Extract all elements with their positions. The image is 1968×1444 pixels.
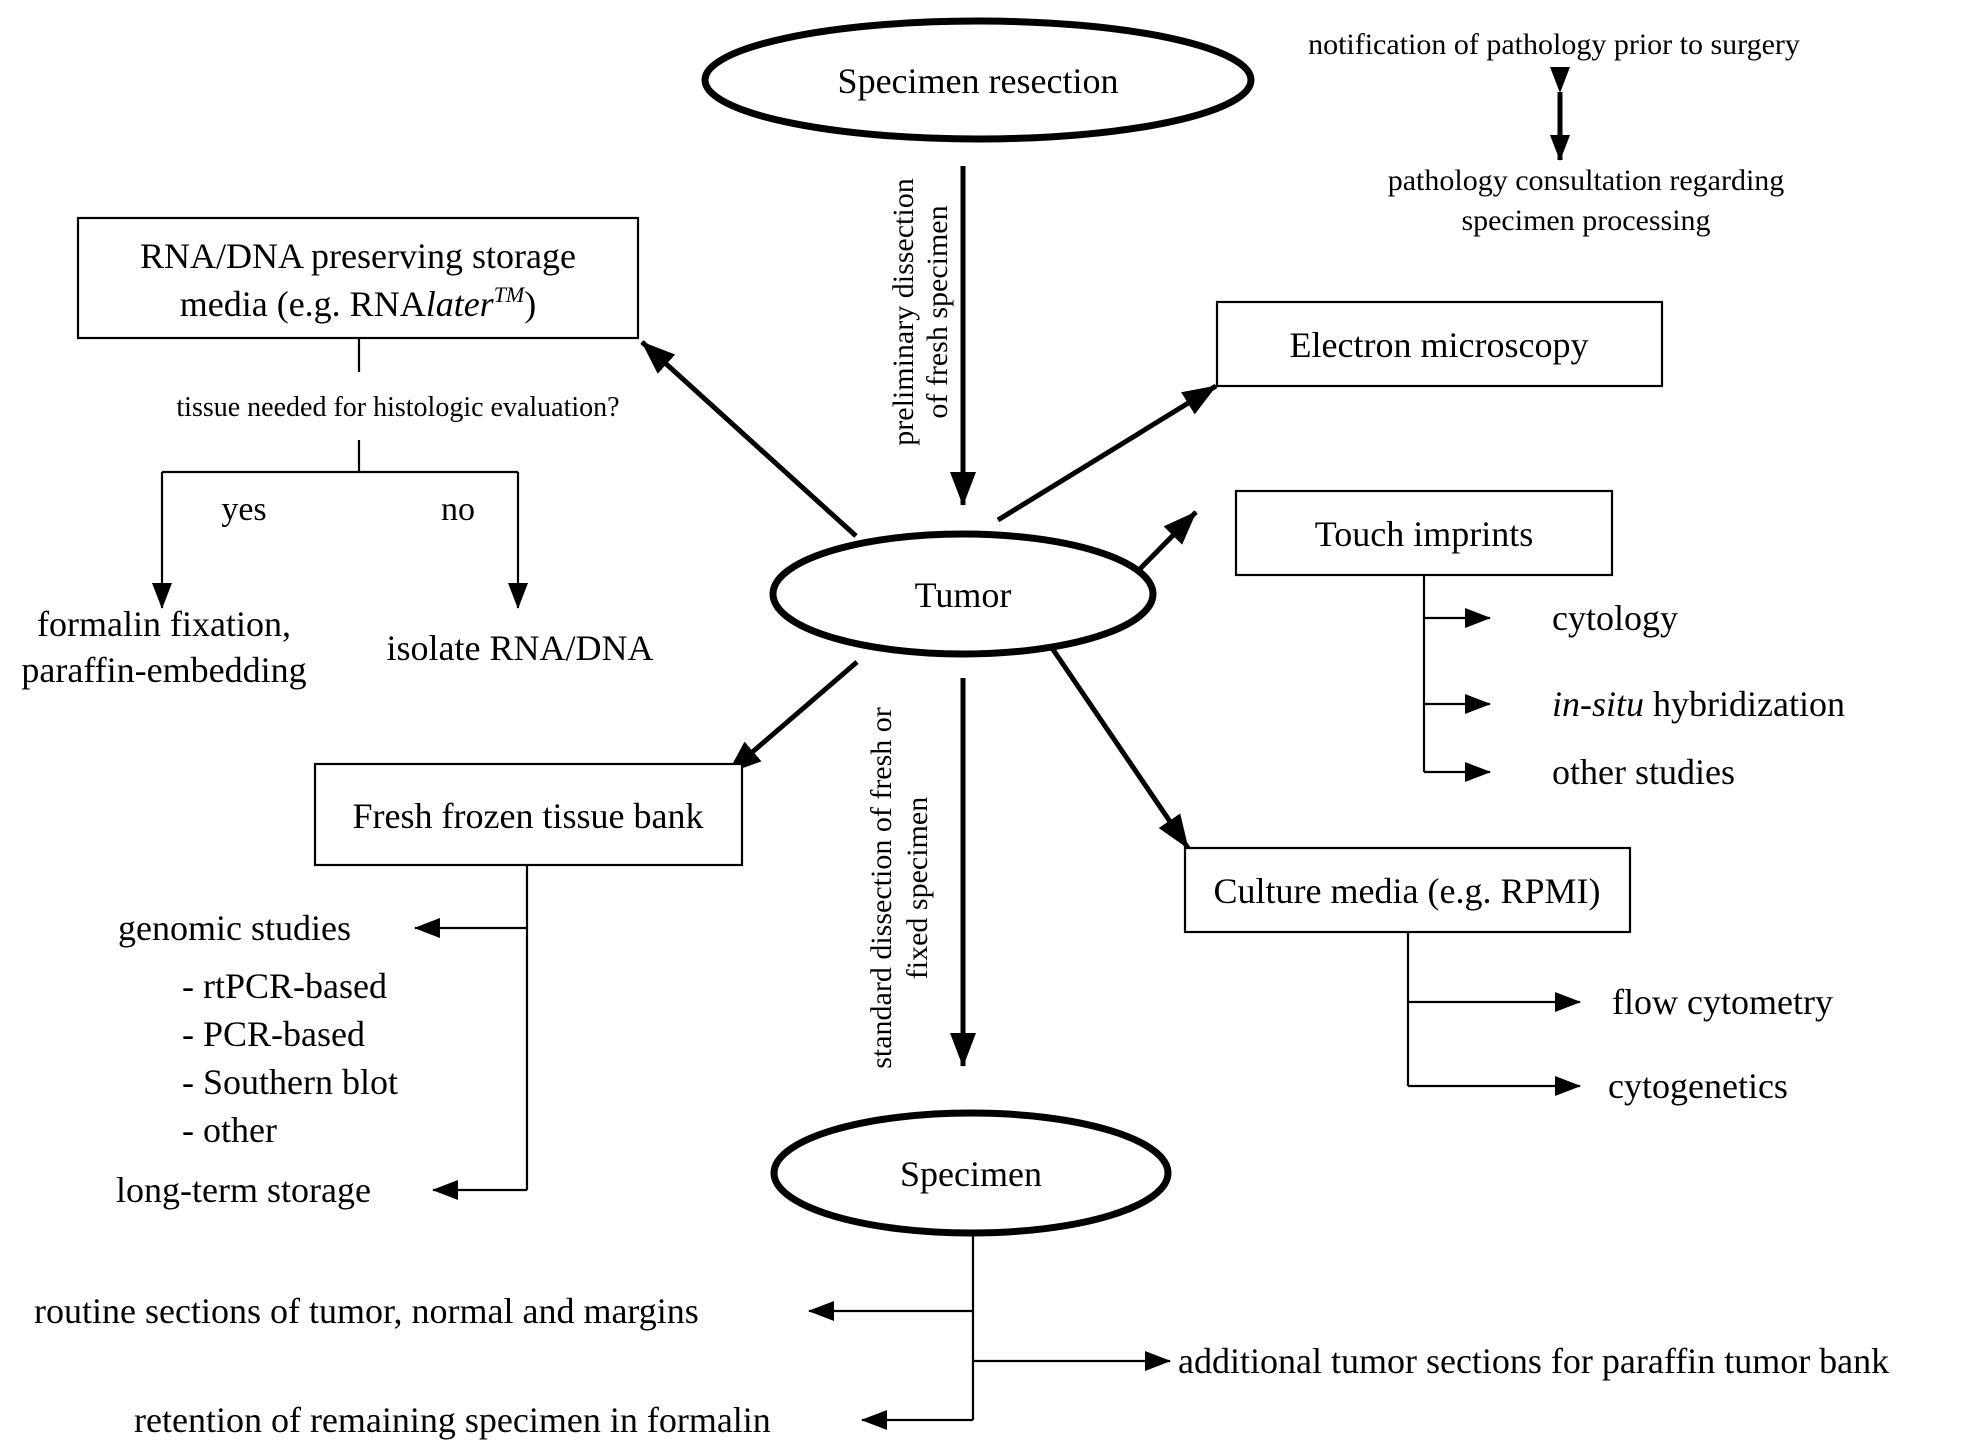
consult-line1: pathology consultation regarding <box>1388 164 1785 197</box>
arrow-tumor-to-culture <box>1049 646 1191 850</box>
fresh-frozen-label: Fresh frozen tissue bank <box>353 796 704 836</box>
tumor-label: Tumor <box>915 575 1012 615</box>
culture-branch-connectors <box>1406 932 1581 1096</box>
svg-text:standard dissection of fresh o: standard dissection of fresh or <box>865 707 898 1069</box>
cytology-label: cytology <box>1552 598 1678 638</box>
yes-label: yes <box>221 491 266 528</box>
arrow-tumor-to-rna-box <box>640 340 858 538</box>
fresh-frozen-box <box>313 762 744 867</box>
electron-microscopy-box <box>1215 300 1664 388</box>
rna-storage-box <box>76 216 640 340</box>
additional-sections-label: additional tumor sections for paraffin t… <box>1178 1341 1889 1381</box>
rna-branch-connectors <box>152 338 528 609</box>
consult-line2: specimen processing <box>1461 204 1710 237</box>
no-label: no <box>441 491 475 528</box>
insitu-label: in-situ hybridization <box>1552 684 1845 724</box>
culture-media-label: Culture media (e.g. RPMI) <box>1214 871 1601 911</box>
specimen-resection-label: Specimen resection <box>838 61 1119 101</box>
other-studies-label: other studies <box>1552 752 1735 792</box>
svg-text:fixed specimen: fixed specimen <box>901 797 934 979</box>
genomic-studies-label: genomic studies <box>118 908 351 948</box>
svg-text:preliminary dissection: preliminary dissection <box>887 178 920 445</box>
routine-sections-label: routine sections of tumor, normal and ma… <box>34 1291 699 1331</box>
prelim-dissection-label: preliminary dissection of fresh specimen <box>887 178 954 445</box>
histologic-question-label: tissue needed for histologic evaluation? <box>176 392 619 423</box>
notification-label: notification of pathology prior to surge… <box>1308 28 1800 61</box>
arrow-tumor-to-electron <box>996 383 1218 523</box>
tumor-node <box>769 530 1157 658</box>
specimen-resection-node <box>701 17 1255 143</box>
pcr-label: - PCR-based <box>182 1014 365 1054</box>
flow-cytometry-label: flow cytometry <box>1612 982 1833 1022</box>
svg-text:of fresh specimen: of fresh specimen <box>921 205 954 418</box>
touch-imprints-box <box>1234 489 1614 577</box>
specimen-node <box>770 1109 1172 1237</box>
specimen-branch-connectors <box>808 1233 1171 1430</box>
southern-blot-label: - Southern blot <box>182 1062 398 1102</box>
isolate-rna-label: isolate RNA/DNA <box>387 628 654 668</box>
long-term-storage-label: long-term storage <box>116 1170 371 1210</box>
frozen-branch-connectors <box>414 865 529 1200</box>
other-genomic-label: - other <box>182 1110 277 1150</box>
rtpcr-label: - rtPCR-based <box>182 966 387 1006</box>
electron-microscopy-label: Electron microscopy <box>1290 325 1589 365</box>
arrow-tumor-to-touch <box>1133 510 1198 576</box>
formalin-line2: paraffin-embedding <box>21 650 306 690</box>
retention-label: retention of remaining specimen in forma… <box>134 1400 771 1440</box>
rna-box-line2: media (e.g. RNAlaterTM) <box>180 282 537 324</box>
formalin-line1: formalin fixation, <box>37 604 291 644</box>
cytogenetics-label: cytogenetics <box>1608 1066 1788 1106</box>
touch-branch-connectors <box>1422 575 1491 782</box>
standard-dissection-label: standard dissection of fresh or fixed sp… <box>865 707 934 1069</box>
rna-box-line1: RNA/DNA preserving storage <box>140 236 576 276</box>
arrow-tumor-to-frozen <box>726 660 859 775</box>
specimen-label: Specimen <box>900 1154 1042 1194</box>
touch-imprints-label: Touch imprints <box>1315 514 1533 554</box>
